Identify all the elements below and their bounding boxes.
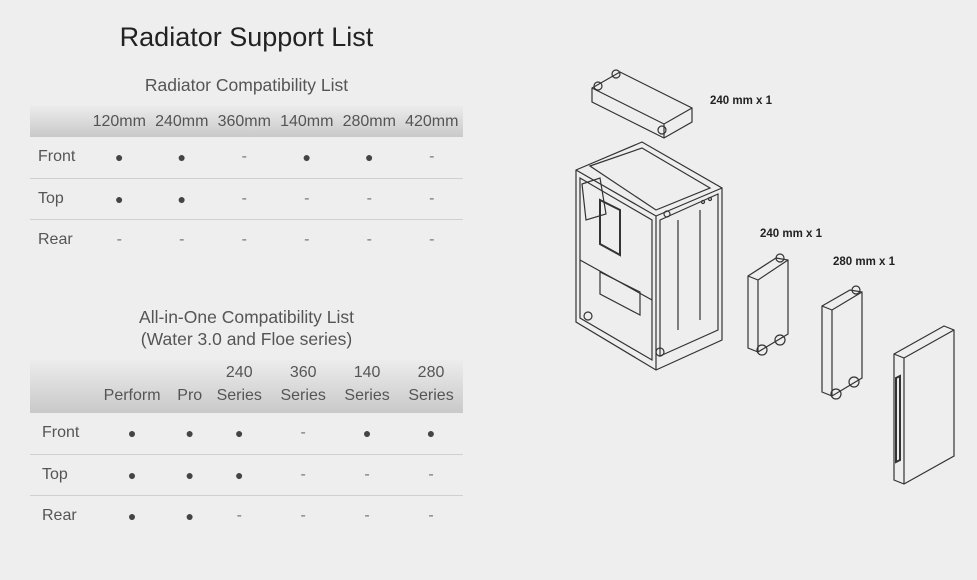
aio-title-line2: (Water 3.0 and Floe series) xyxy=(140,329,353,349)
unsupported-mark: - xyxy=(400,218,463,260)
top-radiator-caption: 240 mm x 1 xyxy=(710,95,773,107)
table-row: Top●●●--- xyxy=(30,453,463,495)
supported-mark: ● xyxy=(362,425,372,442)
unsupported-mark: - xyxy=(213,218,276,260)
supported-mark: ● xyxy=(302,149,311,166)
supported-mark: ● xyxy=(185,425,194,442)
unsupported-mark: - xyxy=(271,453,336,495)
supported-mark: ● xyxy=(92,453,173,495)
unsupported-mark: - xyxy=(300,424,306,442)
column-header: 120mm xyxy=(92,112,146,130)
supported-mark: ● xyxy=(426,425,436,442)
radiator-list-title: Radiator Compatibility List xyxy=(144,75,349,95)
supported-mark: ● xyxy=(172,494,208,536)
unsupported-mark: - xyxy=(338,177,401,219)
row-label: Front xyxy=(38,148,76,166)
unsupported-mark: - xyxy=(335,494,400,536)
column-header: Pro xyxy=(177,387,203,404)
column-header: 140mm xyxy=(280,112,334,130)
pc-case-drawing xyxy=(575,141,723,371)
supported-mark: ● xyxy=(235,425,244,442)
unsupported-mark: - xyxy=(338,218,401,260)
front-radiator-240-drawing xyxy=(747,253,789,356)
supported-mark: ● xyxy=(172,453,208,495)
unsupported-mark: - xyxy=(275,177,338,219)
front-radiator-280-caption: 280 mm x 1 xyxy=(833,256,896,268)
row-label: Rear xyxy=(30,494,92,536)
front-radiator-240-caption: 240 mm x 1 xyxy=(760,228,823,240)
unsupported-mark: - xyxy=(335,453,400,495)
column-header: 280mm xyxy=(342,112,396,130)
unsupported-mark: - xyxy=(213,177,276,219)
unsupported-mark: - xyxy=(429,148,435,166)
unsupported-mark: - xyxy=(399,494,463,536)
page-title: Radiator Support List xyxy=(119,22,374,52)
front-radiator-280-drawing xyxy=(821,285,863,400)
unsupported-mark: - xyxy=(400,177,463,219)
aio-title-line1: All-in-One Compatibility List xyxy=(139,307,354,327)
table-row: Rear●●---- xyxy=(30,494,463,536)
supported-mark: ● xyxy=(88,177,151,219)
column-header: 240mm xyxy=(155,112,209,130)
row-label: Top xyxy=(30,453,92,495)
row-label: Rear xyxy=(30,218,88,260)
supported-mark: ● xyxy=(150,177,213,219)
column-header: 420mm xyxy=(405,112,459,130)
row-label: Top xyxy=(30,177,88,219)
unsupported-mark: - xyxy=(241,148,247,166)
unsupported-mark: - xyxy=(271,494,336,536)
unsupported-mark: - xyxy=(150,218,213,260)
radiator-compatibility-table: 120mm 240mm 360mm 140mm 280mm 420mm Fron… xyxy=(30,106,463,260)
row-label: Front xyxy=(42,424,80,442)
supported-mark: ● xyxy=(365,149,374,166)
table-row: Front ● ● ● - ● ● xyxy=(30,413,463,454)
unsupported-mark: - xyxy=(399,453,463,495)
table-header: 120mm 240mm 360mm 140mm 280mm 420mm xyxy=(30,106,463,137)
unsupported-mark: - xyxy=(275,218,338,260)
table-row: Rear------ xyxy=(30,218,463,260)
supported-mark: ● xyxy=(177,149,186,166)
supported-mark: ● xyxy=(115,149,124,166)
supported-mark: ● xyxy=(207,453,272,495)
column-header: Perform xyxy=(103,387,161,404)
table-row: Top●●---- xyxy=(30,177,463,219)
front-panel-drawing xyxy=(893,325,955,485)
unsupported-mark: - xyxy=(207,494,272,536)
table-row: Front ● ● - ● ● - xyxy=(30,137,463,178)
column-header: 360mm xyxy=(217,112,271,130)
top-radiator-drawing xyxy=(591,69,693,139)
aio-list-title: All-in-One Compatibility List (Water 3.0… xyxy=(30,306,463,350)
case-radiator-illustration: 240 mm x 1 240 mm x 1 280 mm x 1 xyxy=(560,60,977,505)
supported-mark: ● xyxy=(92,494,173,536)
supported-mark: ● xyxy=(127,425,137,442)
unsupported-mark: - xyxy=(88,218,151,260)
